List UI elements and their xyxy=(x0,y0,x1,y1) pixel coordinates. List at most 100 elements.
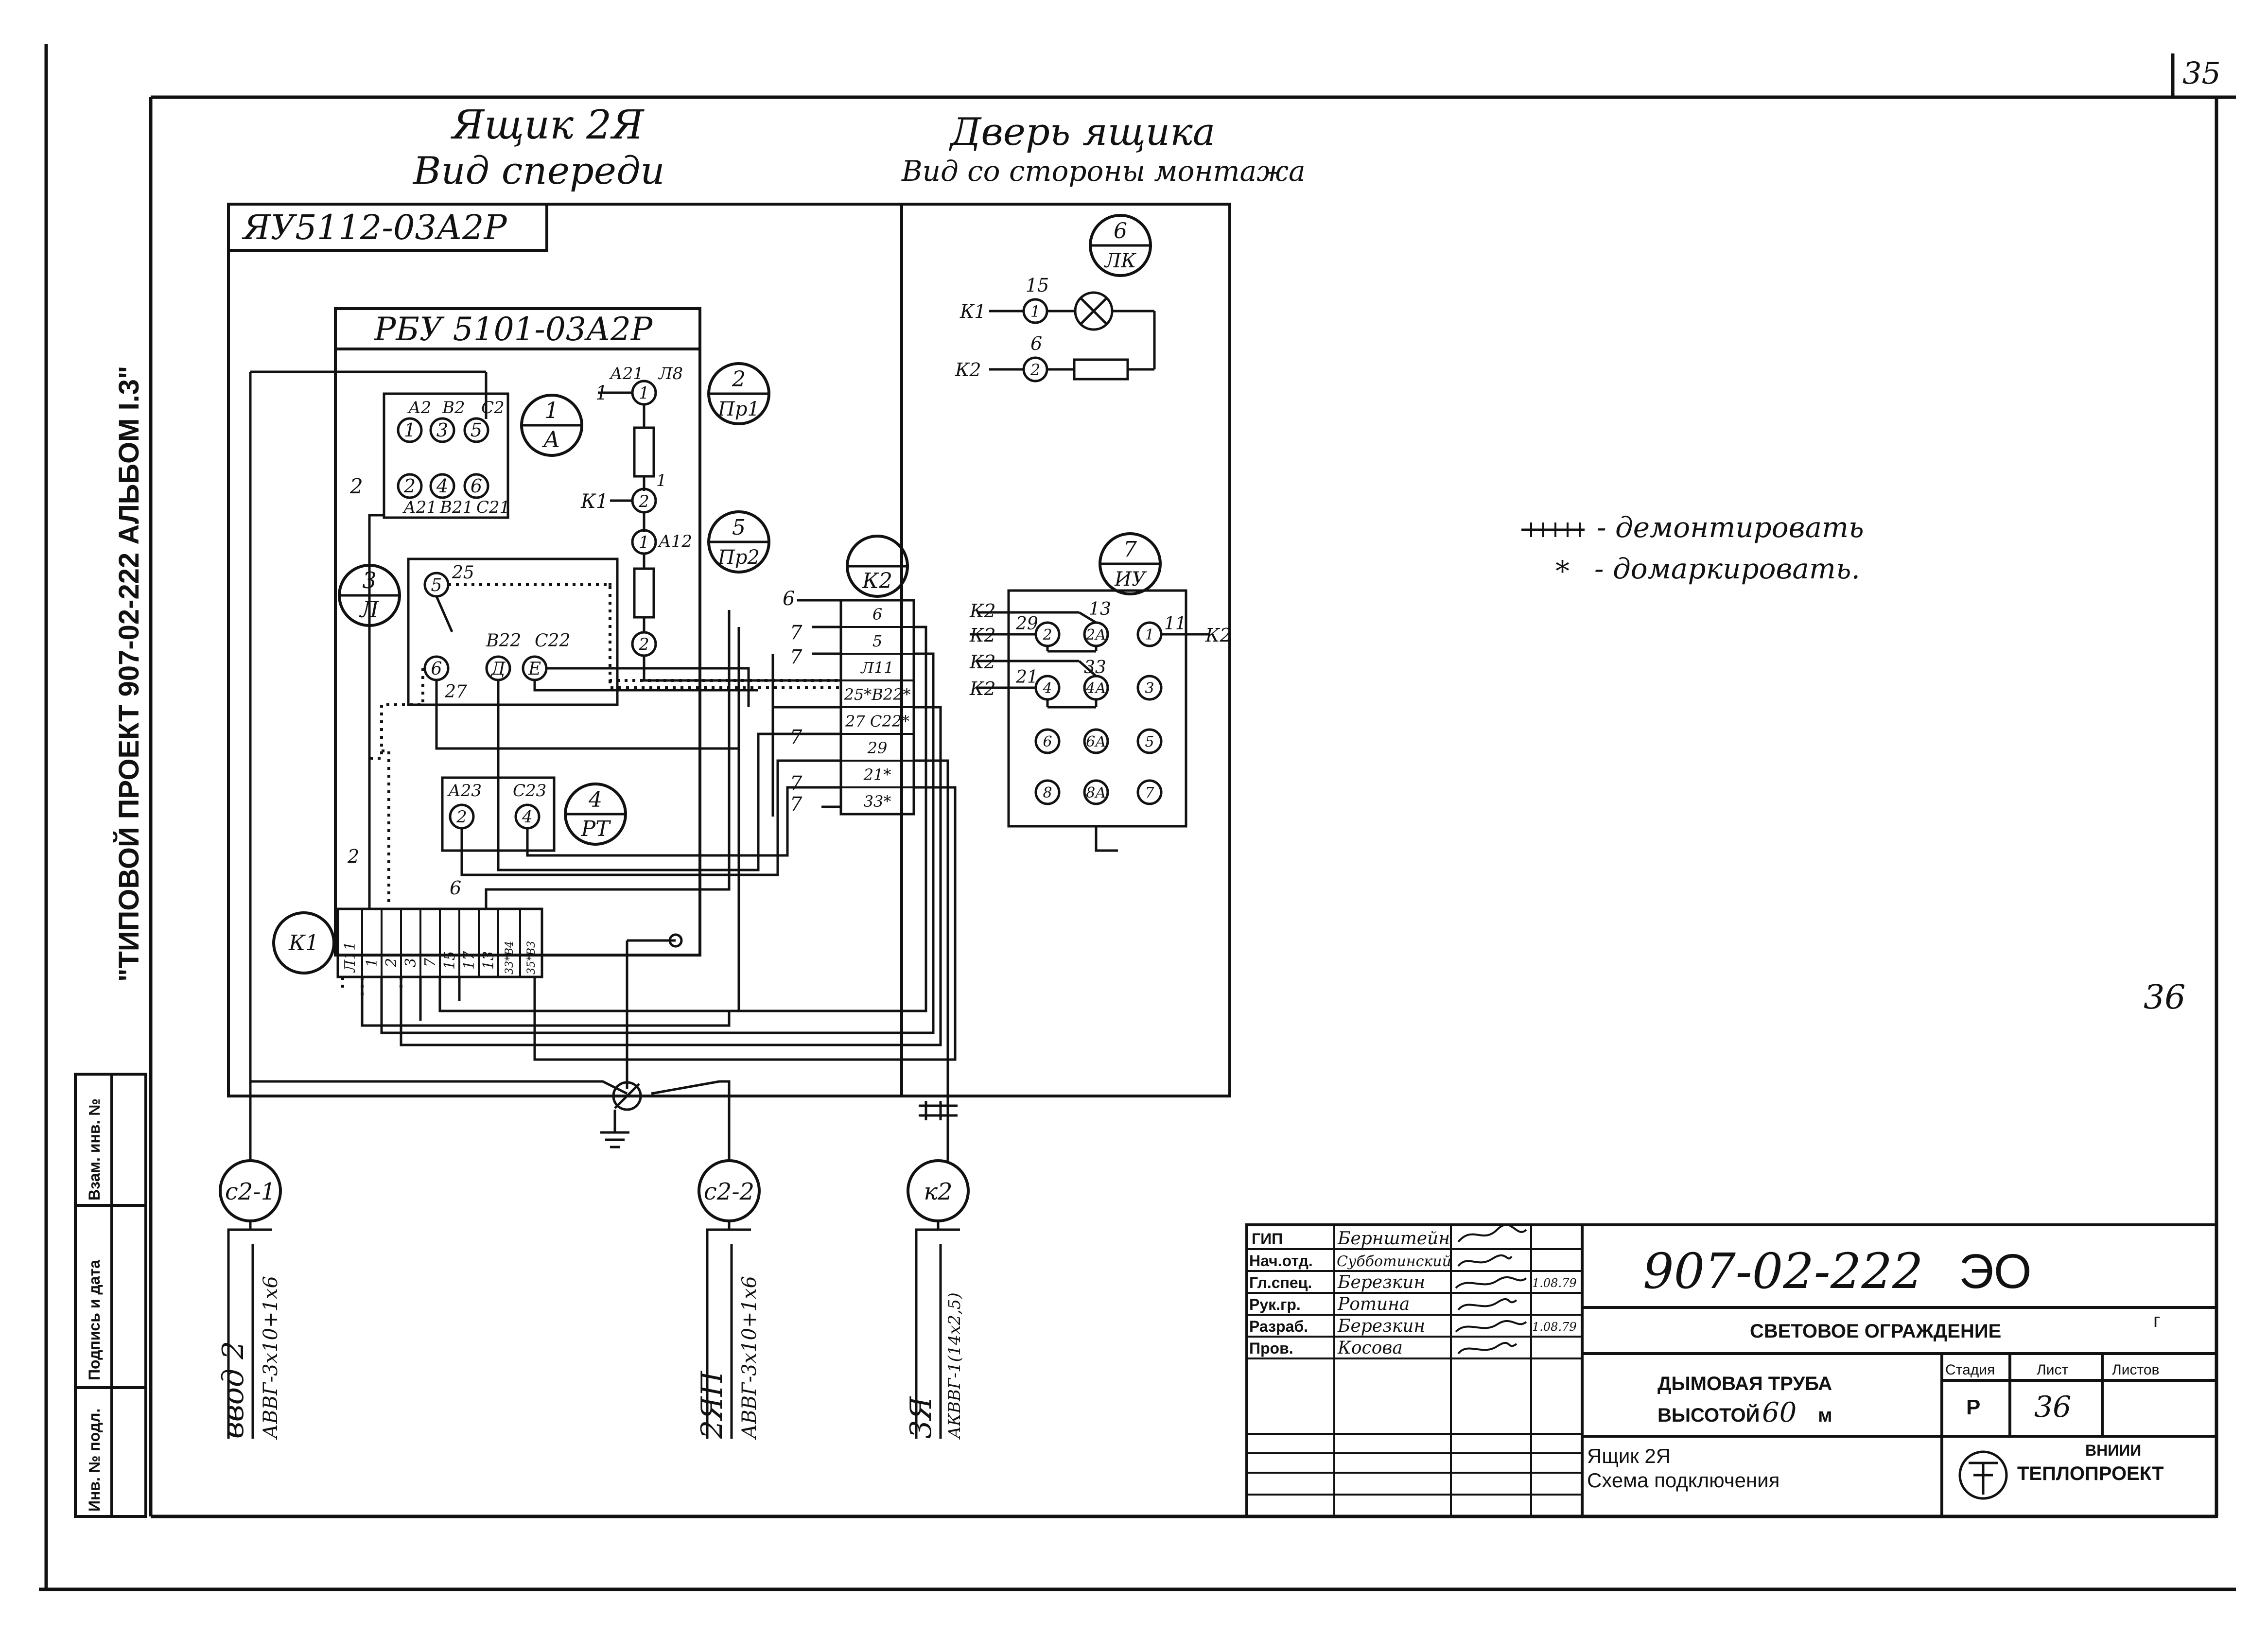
svg-text:8: 8 xyxy=(1043,784,1052,801)
svg-text:В22: В22 xyxy=(486,631,521,651)
svg-text:3Я: 3Я xyxy=(904,1396,938,1439)
svg-text:1: 1 xyxy=(544,397,558,423)
svg-text:6: 6 xyxy=(1043,733,1052,750)
svg-text:АКВВГ-1(14х2,5): АКВВГ-1(14х2,5) xyxy=(945,1292,964,1440)
rbu-code: РБУ 5101-03А2Р xyxy=(374,311,653,348)
side-label-inv: Инв. № подл. xyxy=(86,1409,103,1512)
svg-text:7: 7 xyxy=(790,793,803,816)
svg-text:3: 3 xyxy=(1145,680,1154,697)
tb-height: 60 xyxy=(1762,1397,1797,1428)
svg-text:к2: к2 xyxy=(924,1178,952,1205)
svg-text:6А: 6А xyxy=(1086,733,1106,750)
device-1-ammeter: 1 А xyxy=(520,394,583,457)
fuse1-feed-1: 1 xyxy=(595,382,608,404)
svg-text:5: 5 xyxy=(431,575,442,595)
tb-role-prov: Пров. xyxy=(1249,1340,1293,1357)
svg-text:Д: Д xyxy=(490,659,506,679)
pin-5: 5 xyxy=(471,419,482,441)
label-a2: А2 xyxy=(407,398,431,418)
svg-text:6: 6 xyxy=(450,877,461,899)
tb-unit: м xyxy=(1818,1405,1832,1426)
svg-text:21*: 21* xyxy=(863,766,891,784)
tb-sheets-label: Листов xyxy=(2112,1362,2159,1378)
svg-text:2А: 2А xyxy=(1085,627,1106,644)
svg-text:7: 7 xyxy=(422,957,439,967)
device-7-iu: 7 ИУ xyxy=(1099,532,1162,595)
svg-text:А: А xyxy=(542,426,560,453)
side-label-sign: Подпись и дата xyxy=(86,1260,103,1380)
svg-text:К2: К2 xyxy=(969,625,996,646)
iu-device: 2 2А 1 4 4А 3 6 6А 5 8 8А 7 29 13 11 33 … xyxy=(969,589,1232,852)
svg-text:1: 1 xyxy=(1030,302,1040,321)
svg-text:с2-2: с2-2 xyxy=(704,1178,754,1205)
svg-text:Пр1: Пр1 xyxy=(717,398,760,420)
svg-text:2ЯП: 2ЯП xyxy=(695,1370,729,1439)
device-5-fuse-pr2: 5 Пр2 xyxy=(707,510,770,574)
tb-sheet-label: Лист xyxy=(2037,1362,2068,1378)
door-hinge-marks xyxy=(919,1101,958,1120)
svg-text:2: 2 xyxy=(383,958,400,968)
tb-name-2: Березкин xyxy=(1337,1272,1425,1292)
device-k2-box: К2 xyxy=(846,535,909,598)
svg-text:ИУ: ИУ xyxy=(1114,568,1147,591)
ammeter-terminals: 1 3 5 2 4 6 А2 В2 С2 А21 В21 С21 2 xyxy=(349,392,510,519)
tb-name-5: Косова xyxy=(1337,1338,1403,1358)
tb-name-3: Ротина xyxy=(1337,1294,1410,1314)
svg-text:2: 2 xyxy=(1042,627,1052,644)
svg-text:К1: К1 xyxy=(288,931,319,956)
svg-text:6: 6 xyxy=(783,588,795,610)
svg-text:29: 29 xyxy=(1015,614,1038,634)
svg-text:7: 7 xyxy=(790,772,803,795)
box-subtitle: Вид спереди xyxy=(412,149,665,193)
label-b21: В21 xyxy=(439,498,473,517)
pin-2: 2 xyxy=(403,475,416,497)
svg-text:17: 17 xyxy=(461,951,478,970)
fuse2-pin1: 1 xyxy=(639,533,649,552)
box-title: Ящик 2Я xyxy=(451,102,645,148)
tb-date-4: 1.08.79 xyxy=(1532,1320,1577,1334)
svg-text:К2: К2 xyxy=(969,600,996,622)
box-code: ЯУ5112-03А2Р xyxy=(242,208,508,247)
legend-remark: - домаркировать. xyxy=(1594,552,1860,585)
svg-text:6: 6 xyxy=(1114,219,1127,244)
svg-text:4: 4 xyxy=(588,787,602,812)
svg-text:5: 5 xyxy=(872,632,882,650)
tb-corner-mark: г xyxy=(2153,1310,2161,1331)
svg-text:11: 11 xyxy=(1164,614,1186,634)
device-4-thermal-relay: 4 РТ xyxy=(564,783,627,846)
svg-text:15: 15 xyxy=(1026,275,1049,296)
tb-stage-label: Стадия xyxy=(1945,1362,1995,1378)
svg-text:РТ: РТ xyxy=(581,817,612,841)
tb-stage: Р xyxy=(1966,1395,1980,1419)
svg-text:К2: К2 xyxy=(969,651,996,673)
side-stamp: "ТИПОВОЙ ПРОЕКТ 907-02-222 АЛЬБОМ I.3" xyxy=(113,365,145,982)
fuse1-a21: А21 xyxy=(609,364,644,383)
svg-text:25: 25 xyxy=(452,563,474,583)
svg-text:ввод 2: ввод 2 xyxy=(216,1341,250,1439)
svg-text:К2: К2 xyxy=(969,678,996,699)
device-k1: К1 xyxy=(272,911,335,975)
tb-object-2: ВЫСОТОЙ xyxy=(1657,1404,1760,1426)
svg-text:2: 2 xyxy=(732,367,746,392)
side-label-vzam: Взам. инв. № xyxy=(86,1098,103,1201)
tb-drawing-2: Схема подключения xyxy=(1587,1469,1780,1492)
tb-org-1: ВНИИИ xyxy=(2085,1442,2141,1459)
tb-drawing-1: Ящик 2Я xyxy=(1587,1445,1671,1467)
svg-text:29: 29 xyxy=(867,739,888,757)
svg-text:Л11: Л11 xyxy=(342,941,359,973)
label-a21: А21 xyxy=(402,498,437,517)
door-subtitle: Вид со стороны монтажа xyxy=(901,155,1306,188)
svg-text:1: 1 xyxy=(364,958,381,967)
tb-name-0: Бернштейн xyxy=(1337,1229,1450,1249)
cable-c2-1: с2-1 ввод 2 АВВГ-3х10+1х6 xyxy=(216,1098,282,1440)
fuse1-pin2: 2 xyxy=(638,492,649,511)
cable-c2-2: с2-2 2ЯП АВВГ-3х10+1х6 xyxy=(695,1098,761,1440)
fuse-1 xyxy=(598,380,657,514)
svg-text:1: 1 xyxy=(1145,627,1154,644)
pin-3: 3 xyxy=(436,419,448,441)
tb-role-gl: Гл.спец. xyxy=(1249,1274,1312,1291)
svg-text:С22: С22 xyxy=(535,631,570,651)
svg-text:4А: 4А xyxy=(1085,680,1106,697)
label-c2: С2 xyxy=(481,398,505,418)
pin-4: 4 xyxy=(436,475,448,497)
